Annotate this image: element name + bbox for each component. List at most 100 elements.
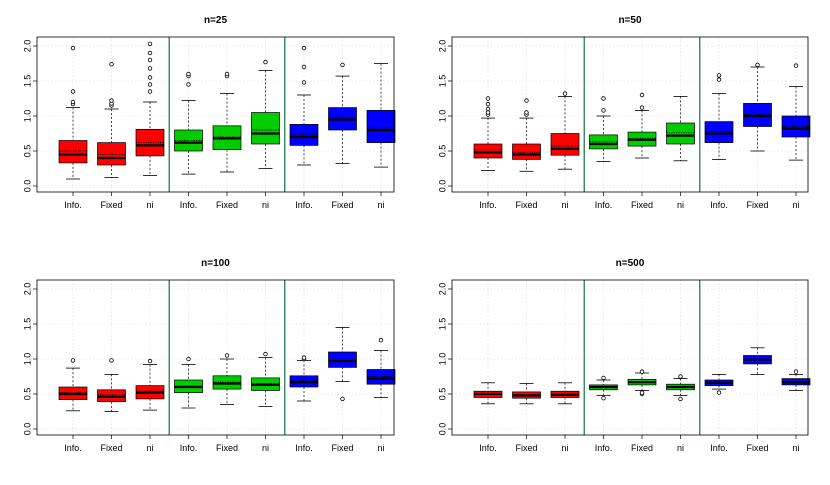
outlier-point (70, 89, 76, 94)
outlier-point (147, 57, 153, 63)
panel-title: n=100 (201, 258, 230, 269)
x-tick-label: Info. (595, 200, 613, 210)
y-tick-label: 1.0 (437, 110, 447, 123)
y-tick-label: 2.0 (437, 40, 447, 53)
outlier-point (301, 80, 307, 85)
x-tick-label: ni (561, 443, 568, 453)
box-4 (174, 356, 203, 409)
outlier-point (70, 45, 76, 51)
outlier-point (147, 358, 153, 364)
outlier-point (755, 62, 760, 68)
box-3 (135, 41, 165, 176)
outlier-point (147, 89, 153, 94)
panel-title: n=500 (616, 258, 645, 269)
box-5 (212, 353, 242, 405)
x-tick-label: Fixed (515, 443, 537, 453)
outlier-point (186, 71, 191, 77)
y-tick-label: 0.5 (22, 145, 32, 158)
iqr-box (589, 134, 618, 150)
box-9 (366, 63, 396, 168)
iqr-box (135, 128, 165, 157)
x-tick-label: ni (677, 443, 684, 453)
outlier-point (601, 375, 606, 381)
iqr-box (97, 142, 126, 166)
x-tick-label: ni (262, 200, 269, 210)
x-tick-label: Info. (180, 200, 198, 210)
iqr-box (666, 122, 695, 145)
box-1 (473, 96, 503, 172)
y-tick-label: 0.5 (437, 388, 447, 401)
box-6 (251, 59, 280, 169)
outlier-point (301, 64, 307, 70)
box-5 (627, 369, 657, 397)
x-tick-label: Fixed (100, 443, 122, 453)
outlier-point (639, 92, 645, 98)
outlier-point (378, 337, 384, 343)
x-tick-label: Info. (595, 443, 613, 453)
x-tick-label: Info. (479, 200, 497, 210)
outlier-point (716, 77, 722, 82)
box-2 (97, 358, 126, 412)
iqr-box (328, 351, 357, 368)
outlier-point (524, 110, 529, 115)
box-8 (743, 347, 772, 375)
iqr-box (289, 124, 319, 146)
box-8 (328, 62, 357, 165)
y-tick-label: 1.5 (22, 318, 32, 331)
x-tick-label: Fixed (631, 443, 653, 453)
y-tick-label: 1.5 (437, 75, 447, 88)
outlier-point (678, 396, 683, 402)
box-5 (212, 71, 242, 173)
outlier-point (147, 41, 153, 47)
outlier-point (340, 62, 345, 68)
box-8 (328, 327, 357, 402)
box-4 (589, 96, 618, 162)
x-tick-label: Fixed (515, 200, 537, 210)
x-tick-label: Info. (710, 200, 728, 210)
outlier-point (601, 96, 606, 101)
panel-title: n=50 (618, 15, 642, 26)
iqr-box (251, 112, 280, 145)
iqr-box (704, 121, 734, 143)
outlier-point (263, 351, 268, 357)
box-7 (704, 73, 734, 160)
x-tick-label: Info. (64, 200, 82, 210)
plot-frame (36, 279, 395, 436)
y-tick-label: 2.0 (437, 283, 447, 296)
box-3 (550, 382, 580, 405)
box-9 (781, 63, 811, 161)
outlier-point (639, 369, 645, 374)
outlier-point (485, 101, 491, 107)
outlier-point (716, 73, 722, 78)
outlier-point (793, 369, 799, 374)
outlier-point (524, 98, 529, 103)
outlier-point (70, 358, 76, 363)
box-2 (512, 98, 541, 172)
outlier-point (639, 390, 645, 395)
box-2 (97, 61, 126, 179)
y-tick-label: 1.0 (437, 353, 447, 366)
outlier-point (263, 59, 268, 65)
outlier-point (793, 63, 799, 68)
outlier-point (109, 358, 114, 363)
x-tick-label: Info. (479, 443, 497, 453)
outlier-point (340, 396, 345, 402)
x-tick-label: ni (377, 200, 384, 210)
iqr-box (366, 369, 396, 385)
y-axis: 0.00.51.01.52.0 (437, 283, 452, 435)
y-tick-label: 0.0 (22, 180, 32, 193)
iqr-box (174, 129, 203, 152)
outlier-point (70, 99, 76, 105)
outlier-point (601, 396, 606, 401)
grid (37, 280, 394, 435)
box-6 (251, 351, 280, 408)
outlier-point (109, 98, 114, 103)
iqr-box (473, 143, 503, 159)
y-tick-label: 0.5 (437, 145, 447, 158)
outlier-point (485, 106, 491, 112)
